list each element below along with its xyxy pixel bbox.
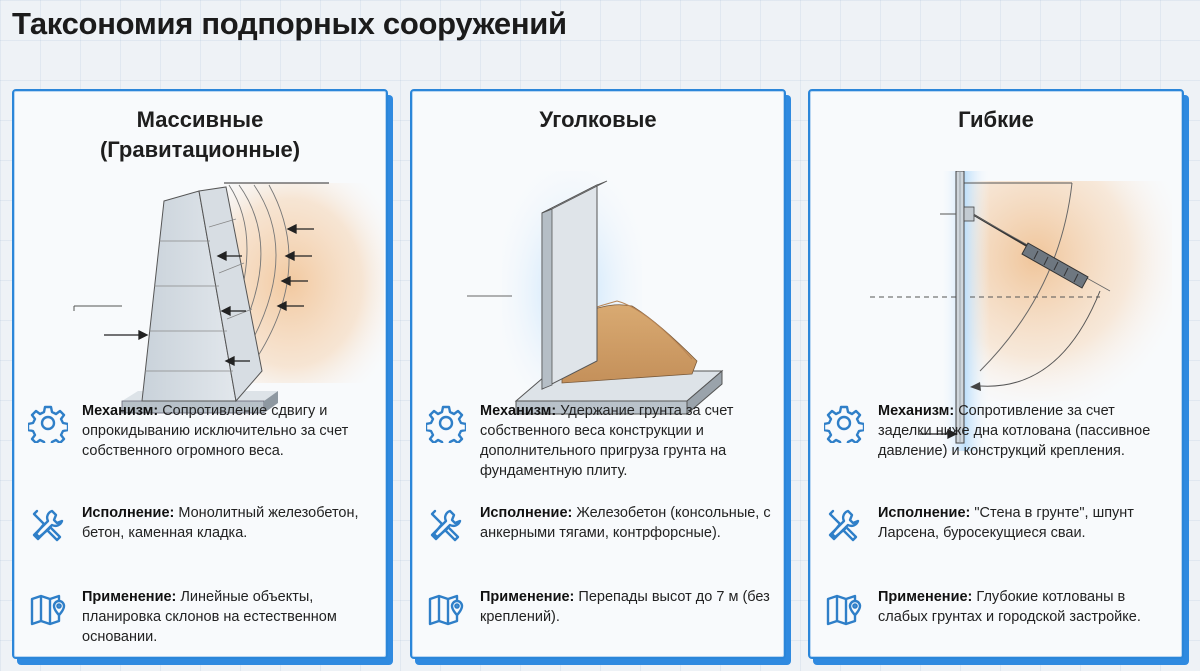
- gear-icon: [824, 405, 864, 443]
- application-label: Применение:: [480, 589, 575, 605]
- execution-text: Исполнение: Железобетон (консольные, с а…: [480, 503, 772, 545]
- map-icon: [826, 594, 862, 626]
- map-icon: [428, 594, 464, 626]
- card-angular: Уголковые: [410, 89, 786, 659]
- card-heading: Массивные (Гравитационные): [14, 105, 386, 165]
- card-heading: Уголковые: [412, 105, 784, 135]
- application-text: Применение: Линейные объекты, планировка…: [82, 587, 374, 647]
- application-row: Применение: Глубокие котлованы в слабых …: [824, 587, 1170, 629]
- application-text: Применение: Перепады высот до 7 м (без к…: [480, 587, 772, 629]
- tools-icon: [430, 509, 462, 542]
- application-row: Применение: Линейные объекты, планировка…: [28, 587, 374, 647]
- card-heading-line2: (Гравитационные): [99, 137, 301, 162]
- angular-wall-illustration: [467, 171, 724, 416]
- card-heading-line1: Массивные: [136, 107, 264, 132]
- card-heading-line1: Уголковые: [539, 107, 657, 132]
- mechanism-text: Механизм: Сопротивление сдвигу и опрокид…: [82, 401, 374, 461]
- mechanism-description: Удержание грунта за счет собственного ве…: [480, 403, 734, 479]
- mechanism-row: Механизм: Удержание грунта за счет собст…: [426, 401, 772, 481]
- mechanism-label: Механизм:: [82, 403, 159, 419]
- execution-text: Исполнение: "Стена в грунте", шпунт Ларс…: [878, 503, 1170, 545]
- mechanism-row: Механизм: Сопротивление сдвигу и опрокид…: [28, 401, 374, 461]
- gravity-wall-illustration: [73, 182, 384, 414]
- execution-label: Исполнение:: [82, 505, 175, 521]
- application-text: Применение: Глубокие котлованы в слабых …: [878, 587, 1170, 629]
- execution-row: Исполнение: "Стена в грунте", шпунт Ларс…: [824, 503, 1170, 545]
- flexible-wall-illustration: [870, 171, 1172, 451]
- gear-icon: [426, 405, 466, 443]
- mechanism-row: Механизм: Сопротивление за счет заделки …: [824, 401, 1170, 461]
- mechanism-text: Механизм: Удержание грунта за счет собст…: [480, 401, 772, 481]
- card-heading: Гибкие: [810, 105, 1182, 135]
- mechanism-label: Механизм:: [480, 403, 557, 419]
- tools-icon: [828, 509, 860, 542]
- mechanism-text: Механизм: Сопротивление за счет заделки …: [878, 401, 1170, 461]
- application-label: Применение:: [878, 589, 973, 605]
- execution-description: Железобетон (консольные, с анкерными тяг…: [480, 505, 771, 541]
- application-label: Применение:: [82, 589, 177, 605]
- execution-label: Исполнение:: [878, 505, 971, 521]
- execution-label: Исполнение:: [480, 505, 573, 521]
- mechanism-label: Механизм:: [878, 403, 955, 419]
- mechanism-description: Сопротивление сдвигу и опрокидыванию иск…: [82, 403, 349, 459]
- application-row: Применение: Перепады высот до 7 м (без к…: [426, 587, 772, 629]
- application-description: Перепады высот до 7 м (без креплений).: [480, 589, 770, 625]
- application-description: Глубокие котлованы в слабых грунтах и го…: [878, 589, 1141, 625]
- execution-row: Исполнение: Монолитный железобетон, бето…: [28, 503, 374, 545]
- execution-description: "Стена в грунте", шпунт Ларсена, буросек…: [878, 505, 1134, 541]
- application-description: Линейные объекты, планировка склонов на …: [82, 589, 337, 645]
- gear-icon: [28, 405, 68, 443]
- card-heading-line1: Гибкие: [958, 107, 1034, 132]
- execution-row: Исполнение: Железобетон (консольные, с а…: [426, 503, 772, 545]
- map-icon: [30, 594, 66, 626]
- mechanism-description: Сопротивление за счет заделки ниже дна к…: [878, 403, 1151, 459]
- page-title: Таксономия подпорных сооружений: [12, 6, 567, 41]
- card-flexible: Гибкие: [808, 89, 1184, 659]
- execution-text: Исполнение: Монолитный железобетон, бето…: [82, 503, 374, 545]
- tools-icon: [32, 509, 64, 542]
- execution-description: Монолитный железобетон, бетон, каменная …: [82, 505, 359, 541]
- card-massive: Массивные (Гравитационные): [12, 89, 388, 659]
